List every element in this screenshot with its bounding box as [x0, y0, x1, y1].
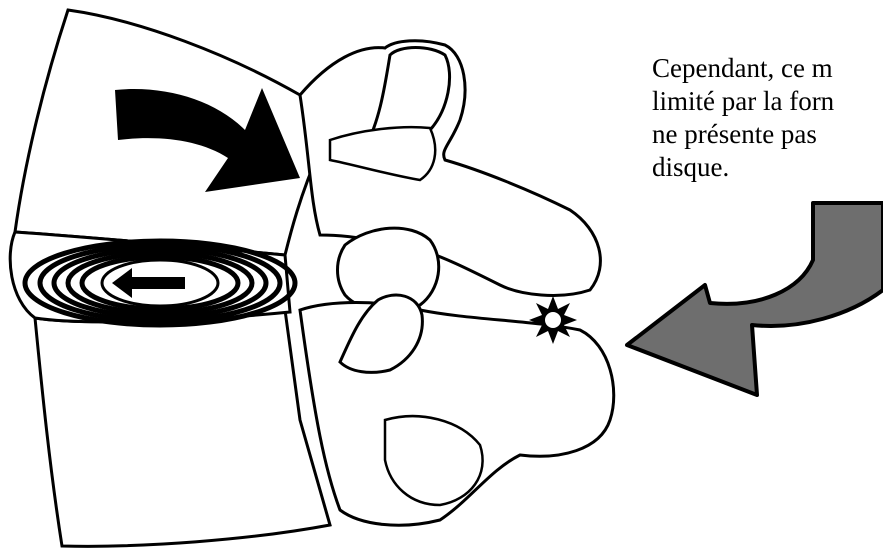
lower-vertebral-body [35, 310, 330, 546]
caption-line-2: limité par la forn [652, 85, 883, 118]
caption-line-3: ne présente pas [652, 118, 883, 151]
caption-line-4: disque. [652, 151, 883, 184]
caption-text: Cependant, ce m limité par la forn ne pr… [652, 52, 883, 184]
incoming-curved-arrow [627, 203, 883, 395]
caption-line-1: Cependant, ce m [652, 52, 883, 85]
star-burst-icon [529, 296, 577, 344]
